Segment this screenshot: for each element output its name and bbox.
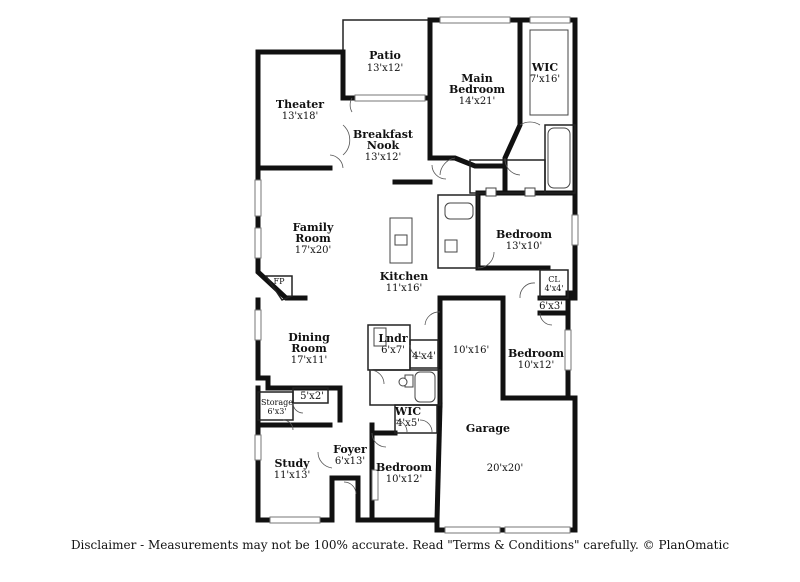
- fixtures: [373, 29, 571, 403]
- dining-room-dim: 17'x11': [291, 355, 328, 366]
- disclaimer-text: Disclaimer - Measurements may not be 100…: [70, 538, 730, 552]
- wic-main-dim: 7'x16': [530, 74, 560, 85]
- storage-label: Storage: [261, 398, 293, 407]
- garage-dim: 20'x20': [487, 463, 524, 474]
- wic-small-dim: 4'x5': [396, 418, 420, 429]
- family-room-dim: 17'x20': [295, 245, 332, 256]
- patio-label: Patio: [369, 49, 401, 62]
- main-bedroom-label-2: Bedroom: [449, 83, 505, 96]
- bedroom-3-dim: 10'x12': [518, 360, 555, 371]
- garage-ext-dim: 10'x16': [453, 345, 490, 356]
- study-label: Study: [274, 457, 310, 470]
- closet-label: CL: [548, 275, 560, 284]
- bedroom-4-label: Bedroom: [376, 461, 432, 474]
- bedroom-4-dim: 10'x12': [386, 474, 423, 485]
- theater-label: Theater: [276, 98, 324, 111]
- main-bedroom-dim: 14'x21': [459, 96, 496, 107]
- family-room-label-1: Family: [293, 221, 334, 234]
- theater-dim: 13'x18': [282, 111, 319, 122]
- laundry-closet-dim: 4'x4': [412, 351, 436, 362]
- laundry-label: Lndr: [378, 332, 407, 345]
- closet-5x2-dim: 5'x2': [300, 391, 324, 402]
- breakfast-nook-label-1: Breakfast: [353, 128, 414, 141]
- study-dim: 11'x13': [274, 470, 311, 481]
- windows: [254, 16, 579, 534]
- bedroom-3-label: Bedroom: [508, 347, 564, 360]
- room-labels: Patio 13'x12' Main Bedroom 14'x21' WIC 7…: [261, 49, 564, 485]
- main-bedroom-label-1: Main: [461, 72, 492, 85]
- dining-room-label-1: Dining: [288, 331, 330, 344]
- garage-label: Garage: [466, 422, 510, 435]
- closet-dim: 4'x4': [544, 284, 563, 293]
- wic-small-label: WIC: [394, 405, 421, 418]
- breakfast-nook-dim: 13'x12': [365, 152, 402, 163]
- kitchen-dim: 11'x16': [386, 283, 423, 294]
- fireplace-label: FP: [274, 277, 286, 286]
- closet-6x3-dim: 6'x3': [539, 301, 563, 312]
- laundry-dim: 6'x7': [381, 345, 405, 356]
- doors: [282, 97, 553, 495]
- foyer-label: Foyer: [333, 443, 367, 456]
- foyer-dim: 6'x13': [335, 456, 365, 467]
- wic-main-label: WIC: [531, 61, 558, 74]
- bedroom-2-dim: 13'x10': [506, 241, 543, 252]
- bedroom-2-label: Bedroom: [496, 228, 552, 241]
- family-room-label-2: Room: [295, 232, 331, 245]
- dining-room-label-2: Room: [291, 342, 327, 355]
- storage-dim: 6'x3': [267, 407, 286, 416]
- fireplace: [264, 275, 293, 301]
- kitchen-label: Kitchen: [380, 270, 429, 283]
- patio-dim: 13'x12': [367, 63, 404, 74]
- breakfast-nook-label-2: Nook: [367, 139, 400, 152]
